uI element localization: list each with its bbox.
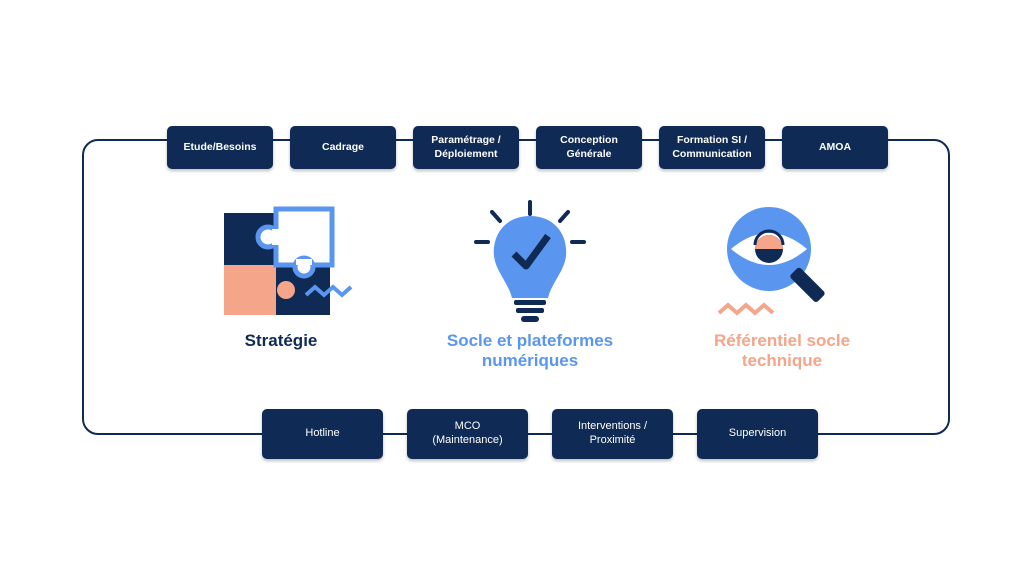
lightbulb-check-icon — [474, 200, 586, 322]
eye-magnifier-icon — [717, 207, 825, 316]
step-formation-communication[interactable]: Formation SI / Communication — [659, 126, 765, 169]
step-supervision[interactable]: Supervision — [697, 409, 818, 459]
step-conception-generale[interactable]: Conception Générale — [536, 126, 642, 169]
puzzle-icon — [224, 206, 353, 315]
step-cadrage[interactable]: Cadrage — [290, 126, 396, 169]
step-hotline[interactable]: Hotline — [262, 409, 383, 459]
pillar-label-referentiel-socle: Référentiel socle technique — [713, 331, 851, 370]
step-amoa[interactable]: AMOA — [782, 126, 888, 169]
pillar-label-socle-plateformes: Socle et plateformes numériques — [446, 331, 614, 370]
step-mco[interactable]: MCO (Maintenance) — [407, 409, 528, 459]
step-etude-besoins[interactable]: Etude/Besoins — [167, 126, 273, 169]
step-parametrage-deploiement[interactable]: Paramétrage / Déploiement — [413, 126, 519, 169]
step-interventions-proximite[interactable]: Interventions / Proximité — [552, 409, 673, 459]
pillar-label-strategie: Stratégie — [244, 331, 318, 350]
